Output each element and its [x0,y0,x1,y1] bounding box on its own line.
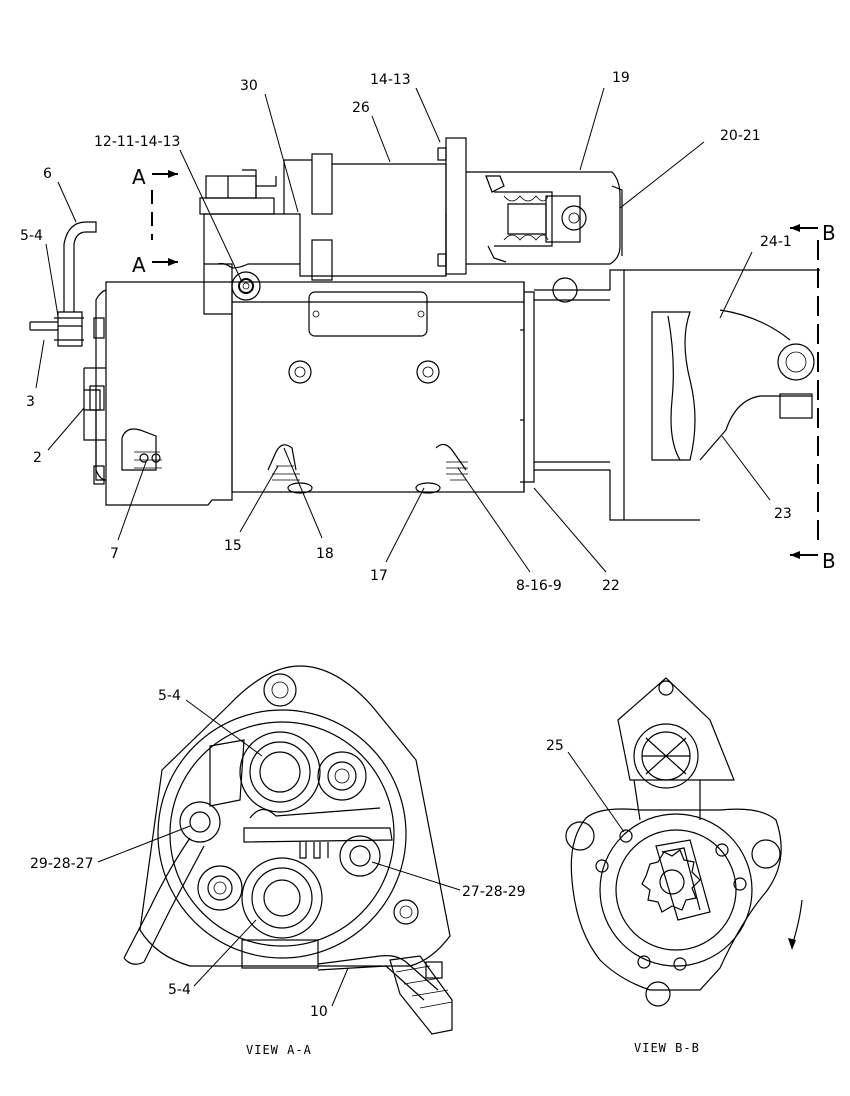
callout-19: 19 [612,70,630,86]
section-a-top: A [132,165,146,189]
section-b-bottom: B [822,549,836,573]
callout-6: 6 [43,166,52,182]
callout-22: 22 [602,578,620,594]
view-a-a [123,665,453,1035]
view-b-b [565,677,803,1007]
section-markers: A A B B [132,165,836,573]
view-b-leaders [567,751,625,833]
callout-17: 17 [370,568,388,584]
view-a-a-title: VIEW A-A [246,1043,312,1057]
callout-25: 25 [546,738,564,754]
callout-2: 2 [33,450,42,466]
starter-side-view [29,137,820,559]
view-titles: VIEW A-A VIEW B-B [246,1041,700,1057]
callout-5-4-view-a-bottom: 5-4 [168,982,191,998]
callout-26: 26 [352,100,370,116]
callout-23: 23 [774,506,792,522]
callout-8-16-9: 8-16-9 [516,578,562,594]
leader-lines [35,87,771,573]
callout-3: 3 [26,394,35,410]
callout-5-4-top: 5-4 [20,228,43,244]
callout-15: 15 [224,538,242,554]
callout-29-28-27: 29-28-27 [30,856,94,872]
callout-18: 18 [316,546,334,562]
view-b-b-title: VIEW B-B [634,1041,700,1055]
callout-27-28-29: 27-28-29 [462,884,526,900]
callout-30: 30 [240,78,258,94]
callout-20-21: 20-21 [720,128,761,144]
section-a-bottom: A [132,253,146,277]
callout-5-4-view-a-top: 5-4 [158,688,181,704]
callout-7: 7 [110,546,119,562]
view-a-leaders [97,699,461,1007]
callout-24-1: 24-1 [760,234,792,250]
callout-14-13: 14-13 [370,72,411,88]
callout-10: 10 [310,1004,328,1020]
callout-12-11-14-13: 12-11-14-13 [94,134,180,150]
callout-labels: 12-11-14-13 14-13 30 26 19 20-21 6 5-4 3… [20,70,792,1020]
section-b-top: B [822,221,836,245]
